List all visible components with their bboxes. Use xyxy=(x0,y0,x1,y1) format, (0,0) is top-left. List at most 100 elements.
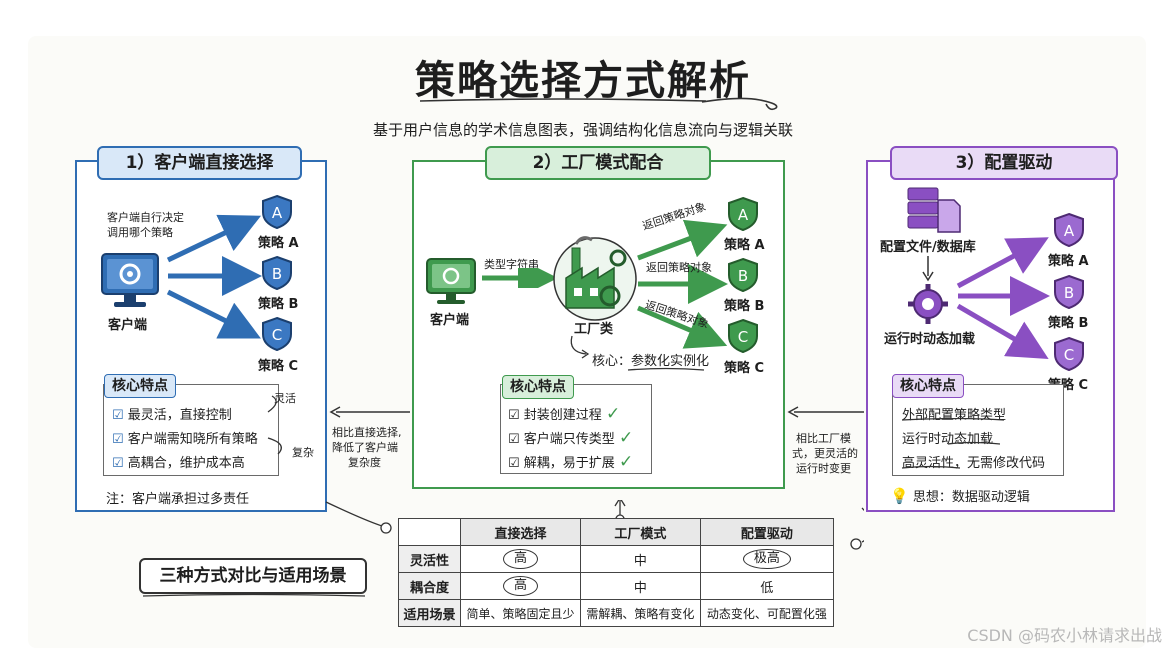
database-icon xyxy=(907,187,961,233)
panel2-factory-label: 工厂类 xyxy=(574,322,614,337)
table-header-factory: 工厂模式 xyxy=(579,518,701,546)
panel3-feature-2: 运行时动态加载 xyxy=(902,432,994,447)
table-corner-cell xyxy=(398,518,461,546)
panel2-feature-3: ☑ 解耦，易于扩展 ✓ xyxy=(508,452,634,472)
checkbox-icon: ☑ xyxy=(112,408,124,423)
table-row-label: 耦合度 xyxy=(398,572,461,600)
panel2-strategy-b: 策略 B xyxy=(724,299,765,314)
document-icon xyxy=(937,199,961,233)
panel1-feature-3: ☑ 高耦合，维护成本高 xyxy=(112,456,245,471)
panel3-strategy-a: 策略 A xyxy=(1048,254,1089,269)
shield-icon: C xyxy=(728,318,758,354)
panel2-core-note: 核心：参数化实例化 xyxy=(592,354,710,369)
monitor-gear-icon xyxy=(101,253,159,307)
shield-letter: B xyxy=(1064,284,1074,302)
panel2-core-underline xyxy=(627,367,705,371)
panel3-feature-3: 高灵活性，无需修改代码 xyxy=(902,456,1046,471)
panel2-features-box xyxy=(500,384,652,474)
panel3-features-title: 核心特点 xyxy=(892,374,964,398)
checkmark-icon: ✓ xyxy=(618,452,634,472)
panel2-input-arrow xyxy=(482,268,558,288)
circled-value: 高 xyxy=(502,576,538,596)
right-compare-arrow xyxy=(787,406,864,418)
watermark: CSDN @码农小林请求出战 xyxy=(967,626,1162,645)
shield-letter: A xyxy=(738,206,749,224)
panel3-title: 3）配置驱动 xyxy=(890,146,1118,180)
table-cell: 需解耦、策略有变化 xyxy=(579,599,701,627)
table-cell: 高 xyxy=(460,572,581,600)
table-header-direct: 直接选择 xyxy=(460,518,581,546)
title-underline-swirl xyxy=(701,97,778,111)
panel1-strategy-c: 策略 C xyxy=(258,359,299,374)
panel2-feature-1: ☑ 封装创建过程 ✓ xyxy=(508,404,621,424)
comparison-table: 直接选择 工厂模式 配置驱动 灵活性 高 中 极高 耦合度 高 中 低 适用场景… xyxy=(398,518,835,627)
comparison-title-underline xyxy=(142,593,366,597)
table-row: 灵活性 高 中 极高 xyxy=(398,545,835,573)
panel1-side-flex: 灵活 xyxy=(274,392,296,405)
table-row-label: 灵活性 xyxy=(398,545,461,573)
panel2-core-arrow xyxy=(570,335,590,359)
gear-icon xyxy=(908,284,948,324)
table-header-row: 直接选择 工厂模式 配置驱动 xyxy=(398,518,835,546)
table-row-label: 适用场景 xyxy=(398,599,461,627)
panel3-arrows xyxy=(956,237,1050,360)
lightbulb-icon: 💡 xyxy=(890,487,909,505)
shield-letter: A xyxy=(1064,222,1075,240)
panel3-features-box xyxy=(892,384,1064,476)
shield-icon: B xyxy=(728,257,758,293)
compare-right-line2: 式，更灵活的 xyxy=(792,447,858,460)
compare-left-line1: 相比直接选择, xyxy=(332,426,402,439)
panel2-input-label: 类型字符串 xyxy=(484,258,539,271)
panel1-bracket xyxy=(267,395,282,455)
checkbox-icon: ☑ xyxy=(112,456,124,471)
table-cell: 高 xyxy=(460,545,581,573)
shield-icon: C xyxy=(1054,336,1084,372)
table-row: 适用场景 简单、策略固定且少 需解耦、策略有变化 动态变化、可配置化强 xyxy=(398,599,835,627)
table-cell: 低 xyxy=(699,572,835,600)
page-title: 策略选择方式解析 xyxy=(415,58,751,104)
panel1-side-complex: 复杂 xyxy=(292,446,314,459)
comparison-title: 三种方式对比与适用场景 xyxy=(139,558,367,594)
checkmark-icon: ✓ xyxy=(605,404,621,424)
panel1-strategy-b: 策略 B xyxy=(258,297,299,312)
shield-letter: B xyxy=(272,265,282,283)
panel1-annotation-line1: 客户端自行决定 xyxy=(107,211,184,224)
monitor-gear-icon xyxy=(426,258,476,304)
panel2-feature-2: ☑ 客户端只传类型 ✓ xyxy=(508,428,634,448)
shield-icon: C xyxy=(262,316,292,352)
panel1-arrows xyxy=(166,214,262,339)
circled-value: 极高 xyxy=(742,549,791,569)
panel2-strategy-a: 策略 A xyxy=(724,238,765,253)
table-cell: 简单、策略固定且少 xyxy=(460,599,581,627)
shield-letter: C xyxy=(738,328,748,346)
compare-left-line3: 复杂度 xyxy=(348,456,381,469)
panel3-feature-underlines xyxy=(901,418,1005,469)
panel3-down-arrow xyxy=(922,256,934,282)
panel1-features-title: 核心特点 xyxy=(104,374,176,398)
shield-icon: B xyxy=(1054,274,1084,310)
panel1-title: 1）客户端直接选择 xyxy=(97,146,302,180)
shield-icon: A xyxy=(728,196,758,232)
checkbox-icon: ☑ xyxy=(508,432,520,447)
checkbox-icon: ☑ xyxy=(508,456,520,471)
shield-letter: C xyxy=(1064,346,1074,364)
checkmark-icon: ✓ xyxy=(618,428,634,448)
panel2-title: 2）工厂模式配合 xyxy=(485,146,711,180)
title-underline xyxy=(419,98,707,102)
compare-right-line1: 相比工厂模 xyxy=(796,432,851,445)
factory-icon xyxy=(553,236,637,321)
compare-right-line3: 运行时变更 xyxy=(796,462,851,475)
panel2-return-arrows xyxy=(637,219,728,349)
panel1-features-box xyxy=(103,384,279,476)
table-row: 耦合度 高 中 低 xyxy=(398,572,835,600)
panel3-runtime-label: 运行时动态加载 xyxy=(884,332,976,347)
panel3-idea: 💡 思想：数据驱动逻辑 xyxy=(890,487,1030,505)
left-compare-arrow xyxy=(329,406,410,418)
shield-icon: A xyxy=(1054,212,1084,248)
panel1-annotation-line2: 调用哪个策略 xyxy=(107,226,173,239)
panel1-strategy-a: 策略 A xyxy=(258,236,299,251)
circled-value: 高 xyxy=(502,549,538,569)
panel1-note: 注：客户端承担过多责任 xyxy=(106,492,250,507)
table-header-config: 配置驱动 xyxy=(699,518,835,546)
checkbox-icon: ☑ xyxy=(112,432,124,447)
